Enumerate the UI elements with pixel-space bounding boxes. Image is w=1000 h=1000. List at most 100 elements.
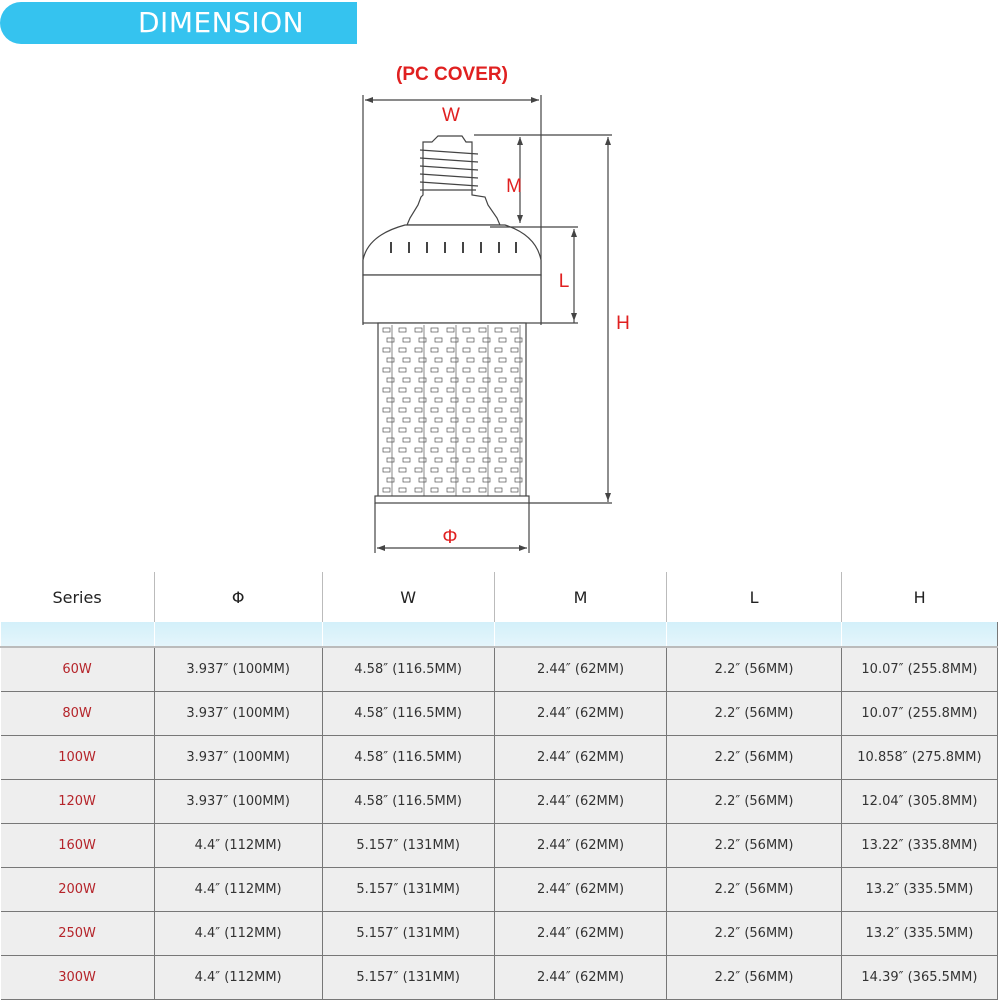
led-chip (398, 467, 407, 473)
dimension-cell: 3.937″ (100MM) (153, 647, 323, 692)
screw-base (406, 135, 501, 226)
led-chip (418, 357, 427, 363)
led-chip (430, 407, 439, 413)
led-chip (510, 467, 519, 473)
led-chip (434, 437, 443, 443)
led-chip (382, 427, 391, 433)
led-chip (482, 337, 491, 343)
column-header: L (666, 572, 842, 622)
led-chip (482, 397, 491, 403)
series-cell: 60W (0, 647, 155, 692)
arrowheads (365, 97, 611, 551)
led-chip (430, 347, 439, 353)
dimension-cell: 2.2″ (56MM) (666, 955, 842, 1000)
led-chip (462, 487, 471, 493)
led-chip (450, 397, 459, 403)
led-chip (462, 447, 471, 453)
led-chip (418, 477, 427, 483)
led-chip (434, 457, 443, 463)
led-chip (414, 367, 423, 373)
led-chip (386, 477, 395, 483)
series-cell: 300W (0, 955, 155, 1000)
dimension-cell: 2.2″ (56MM) (666, 867, 842, 912)
led-chip (478, 347, 487, 353)
led-chip (466, 357, 475, 363)
led-chip (414, 327, 423, 333)
w-label: W (442, 105, 460, 126)
led-chip (478, 447, 487, 453)
led-chip (434, 337, 443, 343)
led-chip (510, 347, 519, 353)
header-band (0, 622, 999, 648)
led-chip (382, 467, 391, 473)
led-chip (402, 397, 411, 403)
heat-sink-dome (362, 224, 542, 276)
dimension-cell: 5.157″ (131MM) (321, 867, 495, 912)
led-chip (466, 377, 475, 383)
led-chip (514, 417, 523, 423)
led-chip (450, 357, 459, 363)
led-chip (462, 347, 471, 353)
dimension-cell: 2.2″ (56MM) (666, 691, 842, 736)
dimension-cell: 2.44″ (62MM) (493, 691, 667, 736)
led-chip (462, 327, 471, 333)
led-chip (382, 407, 391, 413)
dimension-cell: 5.157″ (131MM) (321, 955, 495, 1000)
dimension-cell: 3.937″ (100MM) (153, 691, 323, 736)
led-chip (386, 457, 395, 463)
column-header: H (840, 572, 998, 622)
screw-threads (419, 149, 479, 191)
led-chip (446, 427, 455, 433)
dimension-cell: 4.4″ (112MM) (153, 867, 323, 912)
bottom-cap (374, 495, 530, 504)
led-chip (478, 487, 487, 493)
dimension-cell: 4.4″ (112MM) (153, 955, 323, 1000)
led-chip (402, 377, 411, 383)
led-chip (494, 347, 503, 353)
dimension-cell: 3.937″ (100MM) (153, 735, 323, 780)
led-chip (482, 437, 491, 443)
led-chip (514, 377, 523, 383)
led-chip (510, 387, 519, 393)
led-chip (382, 327, 391, 333)
led-chip (446, 467, 455, 473)
led-chip (382, 367, 391, 373)
led-chip (478, 407, 487, 413)
dimension-cell: 4.58″ (116.5MM) (321, 647, 495, 692)
led-chip (418, 337, 427, 343)
led-chip (446, 447, 455, 453)
led-chip (418, 437, 427, 443)
led-chip (434, 377, 443, 383)
dimension-cell: 4.4″ (112MM) (153, 823, 323, 868)
led-chip (462, 407, 471, 413)
led-chip (498, 357, 507, 363)
led-chip (514, 397, 523, 403)
dimension-cell: 3.937″ (100MM) (153, 779, 323, 824)
series-cell: 200W (0, 867, 155, 912)
led-chip (510, 487, 519, 493)
dimension-cell: 4.58″ (116.5MM) (321, 735, 495, 780)
led-chip (398, 387, 407, 393)
l-label: L (559, 271, 570, 292)
led-chip (434, 417, 443, 423)
led-chip (494, 327, 503, 333)
led-chip (430, 467, 439, 473)
led-chip (494, 427, 503, 433)
led-chip (514, 457, 523, 463)
led-chip (418, 377, 427, 383)
led-chip (414, 447, 423, 453)
series-cell: 80W (0, 691, 155, 736)
dimension-cell: 4.4″ (112MM) (153, 911, 323, 956)
led-chip (382, 387, 391, 393)
led-chip (402, 357, 411, 363)
led-chip (450, 337, 459, 343)
led-chip (466, 337, 475, 343)
led-chip (514, 337, 523, 343)
led-chip (382, 487, 391, 493)
led-chip (402, 417, 411, 423)
led-chip (494, 467, 503, 473)
